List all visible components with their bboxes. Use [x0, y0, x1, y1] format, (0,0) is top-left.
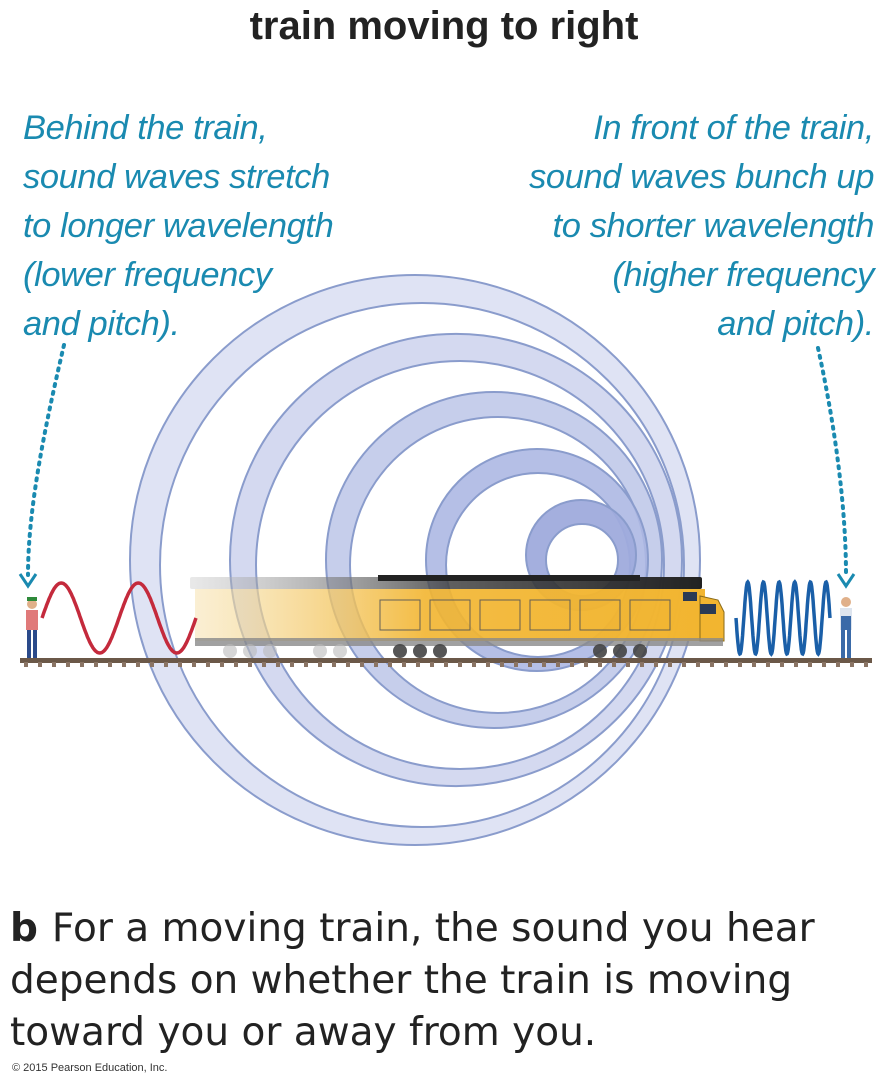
diagram-title: train moving to right	[249, 4, 639, 48]
track-tie	[766, 662, 770, 667]
track-tie	[52, 662, 56, 667]
wavefront-ring	[324, 391, 664, 729]
track-tie	[430, 662, 434, 667]
track-tie	[640, 662, 644, 667]
track-tie	[682, 662, 686, 667]
track-tie	[388, 662, 392, 667]
track-tie	[136, 662, 140, 667]
wavefront-ring	[228, 333, 684, 787]
track-tie	[192, 662, 196, 667]
track-tie	[780, 662, 784, 667]
track-tie	[696, 662, 700, 667]
track-tie	[626, 662, 630, 667]
note-line: to shorter wavelength	[552, 207, 875, 245]
track-ties	[24, 662, 868, 667]
track-tie	[486, 662, 490, 667]
track-tie	[710, 662, 714, 667]
long-wavelength-wave	[40, 581, 198, 655]
note-line: sound waves stretch	[23, 158, 330, 196]
track-tie	[850, 662, 854, 667]
track-tie	[80, 662, 84, 667]
note-line: (lower frequency	[23, 256, 272, 294]
track-tie	[612, 662, 616, 667]
track-tie	[668, 662, 672, 667]
track-tie	[220, 662, 224, 667]
caption-line: For a moving train, the sound you hear	[51, 906, 815, 951]
track-tie	[416, 662, 420, 667]
track-tie	[248, 662, 252, 667]
track-tie	[360, 662, 364, 667]
track-tie	[724, 662, 728, 667]
dotted-arrow-icon	[18, 343, 66, 589]
track-tie	[374, 662, 378, 667]
track-tie	[206, 662, 210, 667]
track-tie	[318, 662, 322, 667]
track-tie	[234, 662, 238, 667]
note-line: In front of the train,	[593, 109, 874, 147]
locomotive	[190, 575, 725, 658]
track-tie	[262, 662, 266, 667]
note-line: (higher frequency	[612, 256, 874, 294]
track-tie	[24, 662, 28, 667]
track-tie	[598, 662, 602, 667]
wavefront-ring	[128, 274, 702, 846]
note-line: and pitch).	[23, 305, 180, 343]
track-tie	[458, 662, 462, 667]
track-tie	[108, 662, 112, 667]
track-tie	[514, 662, 518, 667]
wavefronts	[128, 274, 702, 846]
track-tie	[528, 662, 532, 667]
track-tie	[808, 662, 812, 667]
note-line: to longer wavelength	[23, 207, 334, 245]
track-tie	[290, 662, 294, 667]
track-tie	[738, 662, 742, 667]
front-of-train-note: In front of the train, sound waves bunch…	[529, 104, 874, 349]
track-tie	[38, 662, 42, 667]
track-tie	[66, 662, 70, 667]
track-tie	[178, 662, 182, 667]
track-tie	[346, 662, 350, 667]
track-tie	[654, 662, 658, 667]
short-wavelength-wave	[734, 579, 832, 657]
track-tie	[276, 662, 280, 667]
track-tie	[164, 662, 168, 667]
track-tie	[500, 662, 504, 667]
note-line: and pitch).	[717, 305, 874, 343]
track-tie	[822, 662, 826, 667]
track-tie	[472, 662, 476, 667]
track-tie	[402, 662, 406, 667]
dotted-arrow-icon	[816, 346, 856, 589]
note-line: Behind the train,	[23, 109, 268, 147]
track-tie	[556, 662, 560, 667]
track-tie	[444, 662, 448, 667]
track-tie	[752, 662, 756, 667]
track-tie	[794, 662, 798, 667]
track-tie	[542, 662, 546, 667]
track-tie	[570, 662, 574, 667]
track-tie	[304, 662, 308, 667]
track-tie	[864, 662, 868, 667]
person-figure-icon	[26, 597, 38, 658]
person-figure-icon	[840, 597, 852, 658]
track-tie	[584, 662, 588, 667]
track-tie	[150, 662, 154, 667]
caption-label: b	[10, 906, 38, 951]
track-tie	[94, 662, 98, 667]
copyright-notice: © 2015 Pearson Education, Inc.	[12, 1062, 168, 1074]
note-line: sound waves bunch up	[529, 158, 874, 196]
caption-line: depends on whether the train is moving	[10, 958, 793, 1003]
track-tie	[836, 662, 840, 667]
railroad-track	[20, 658, 872, 667]
track-tie	[122, 662, 126, 667]
track-tie	[332, 662, 336, 667]
behind-train-note: Behind the train, sound waves stretch to…	[23, 104, 334, 349]
caption-line: toward you or away from you.	[10, 1010, 597, 1055]
